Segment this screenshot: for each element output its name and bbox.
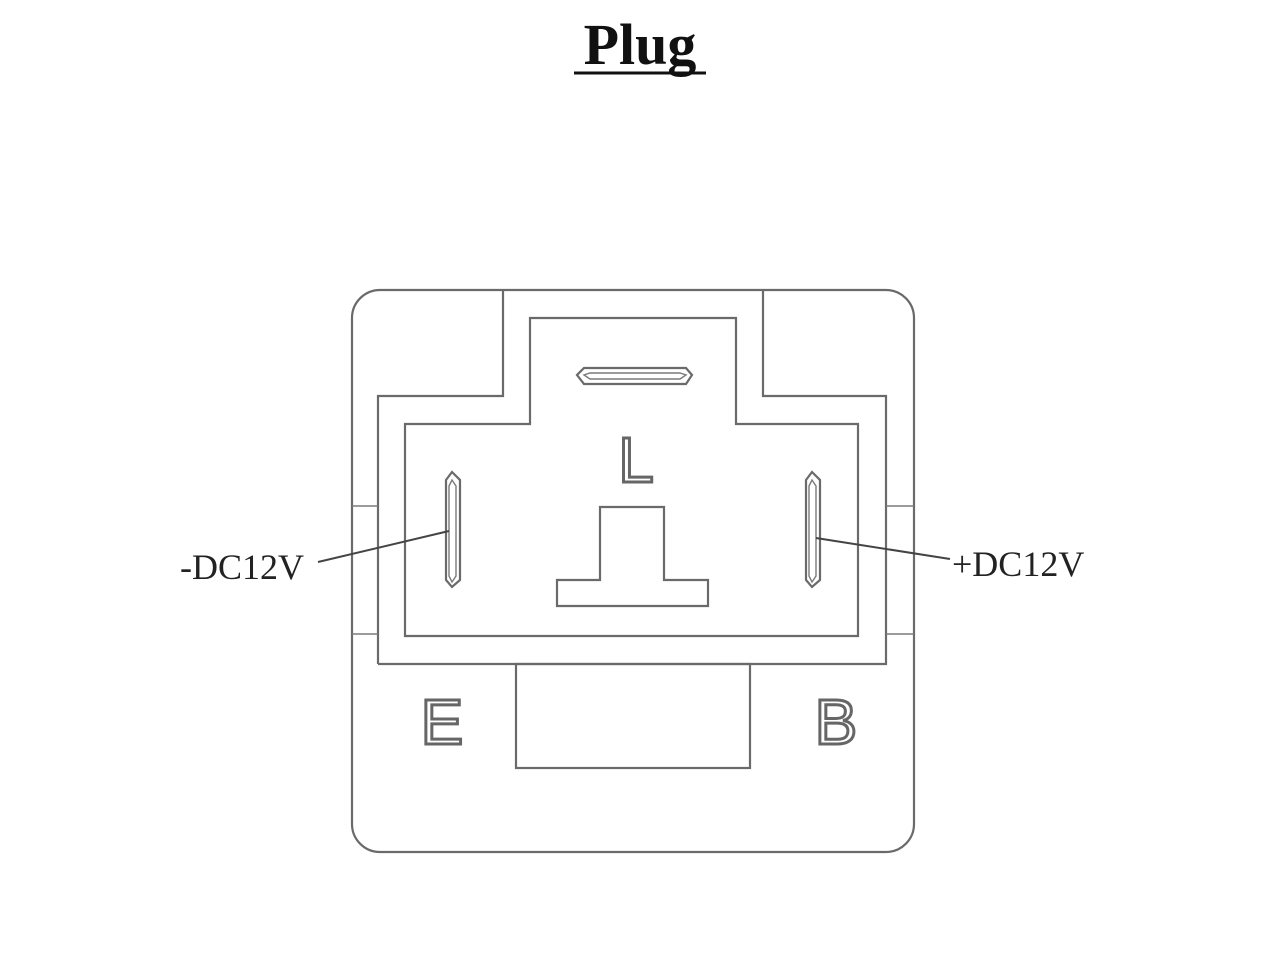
socket-cavity [403, 316, 860, 638]
pin-letter-e: E [421, 686, 464, 758]
diagram-title: Plug [584, 12, 697, 77]
right-notch [886, 505, 914, 635]
terminal-slot-e [444, 470, 462, 589]
left-notch [352, 505, 378, 635]
callout-positive: +DC12V [952, 544, 1084, 584]
pin-letter-l: L [618, 424, 654, 496]
terminal-slot-b [804, 470, 822, 589]
polarity-key [555, 505, 710, 608]
pin-letter-b: B [815, 686, 858, 758]
latch-tab [514, 662, 752, 770]
leader-line-right [815, 537, 951, 560]
leader-line-left [317, 530, 450, 563]
plug-housing [350, 288, 916, 854]
callout-negative: -DC12V [180, 547, 304, 587]
terminal-slot-l [575, 366, 694, 386]
